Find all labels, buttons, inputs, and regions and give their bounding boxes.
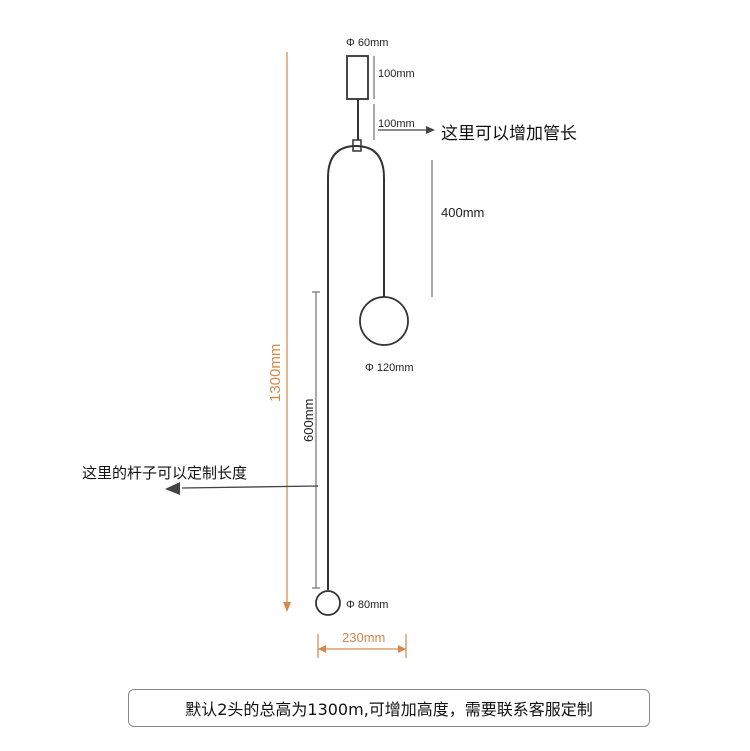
canopy-height-label: 100mm [378,68,415,80]
total-height-label: 1300mm [267,344,284,402]
dimension-lines [312,56,433,589]
arc-drop-label: 400mm [441,205,484,220]
lamp-body [315,55,409,616]
small-globe [315,590,341,616]
footer-note-text: 默认2头的总高为1300m,可增加高度，需要联系客服定制 [185,700,593,719]
canopy [346,55,369,100]
arc-rod [327,144,385,590]
footer-note-box: 默认2头的总高为1300m,可增加高度，需要联系客服定制 [128,689,650,727]
width-label: 230mm [342,630,385,645]
rod-customizable-note: 这里的杆子可以定制长度 [82,464,247,482]
tube-extendable-note: 这里可以增加管长 [441,124,577,144]
rod-length-label: 600mm [301,399,316,442]
orange-dimensions [283,52,407,658]
tube-length-label: 100mm [378,118,415,130]
large-globe-label: Φ 120mm [365,362,414,374]
small-globe-label: Φ 80mm [346,599,388,611]
canopy-diameter-label: Φ 60mm [346,37,388,49]
large-globe [359,296,409,346]
note-arrows [165,126,435,495]
